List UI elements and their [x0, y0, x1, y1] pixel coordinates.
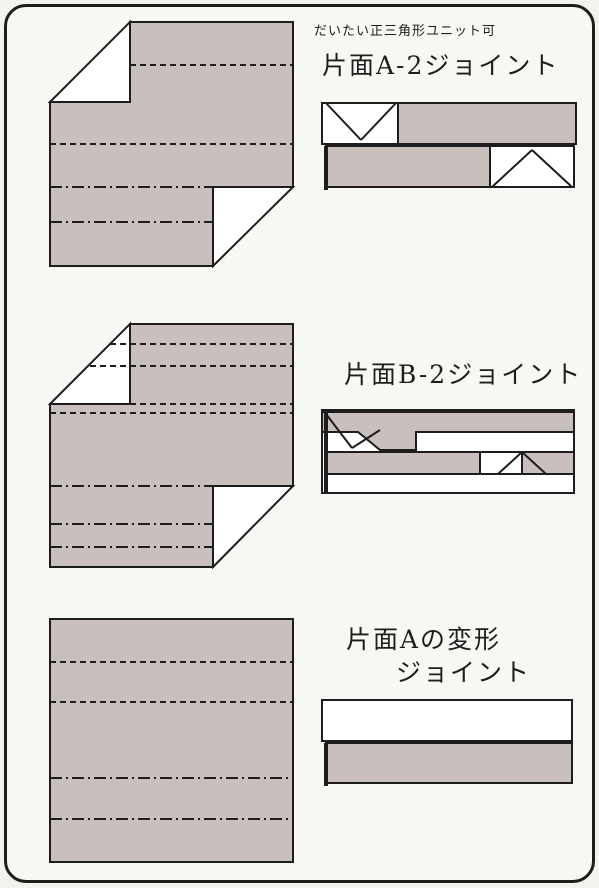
joint-b2-title: 片面B-2ジョイント [344, 360, 583, 389]
unit-a2-corner-flap-bottom [212, 186, 296, 269]
joint-a2-schematic [321, 102, 577, 190]
equilateral-note: だいたい正三角形ユニット可 [314, 24, 497, 39]
unit-b2-folded [47, 321, 296, 570]
unit-a-variant-flat [49, 618, 294, 863]
joint-a-variant-schematic [321, 699, 573, 786]
unit-a2-folded [47, 19, 296, 269]
joint-a2-title: 片面A-2ジョイント [322, 51, 560, 80]
joint-a-variant-title-line2: ジョイント [396, 658, 532, 687]
joint-b2-schematic [321, 409, 575, 494]
joint-a-variant-title-line1: 片面Aの変形 [346, 625, 502, 654]
unit-b2-body [49, 323, 294, 568]
unit-b2-corner-flap-bottom [212, 485, 296, 570]
unit-a2-corner-flap-top [47, 19, 131, 103]
unit-b2-corner-flap-top [47, 321, 131, 405]
unit-a-variant-body [49, 618, 294, 863]
